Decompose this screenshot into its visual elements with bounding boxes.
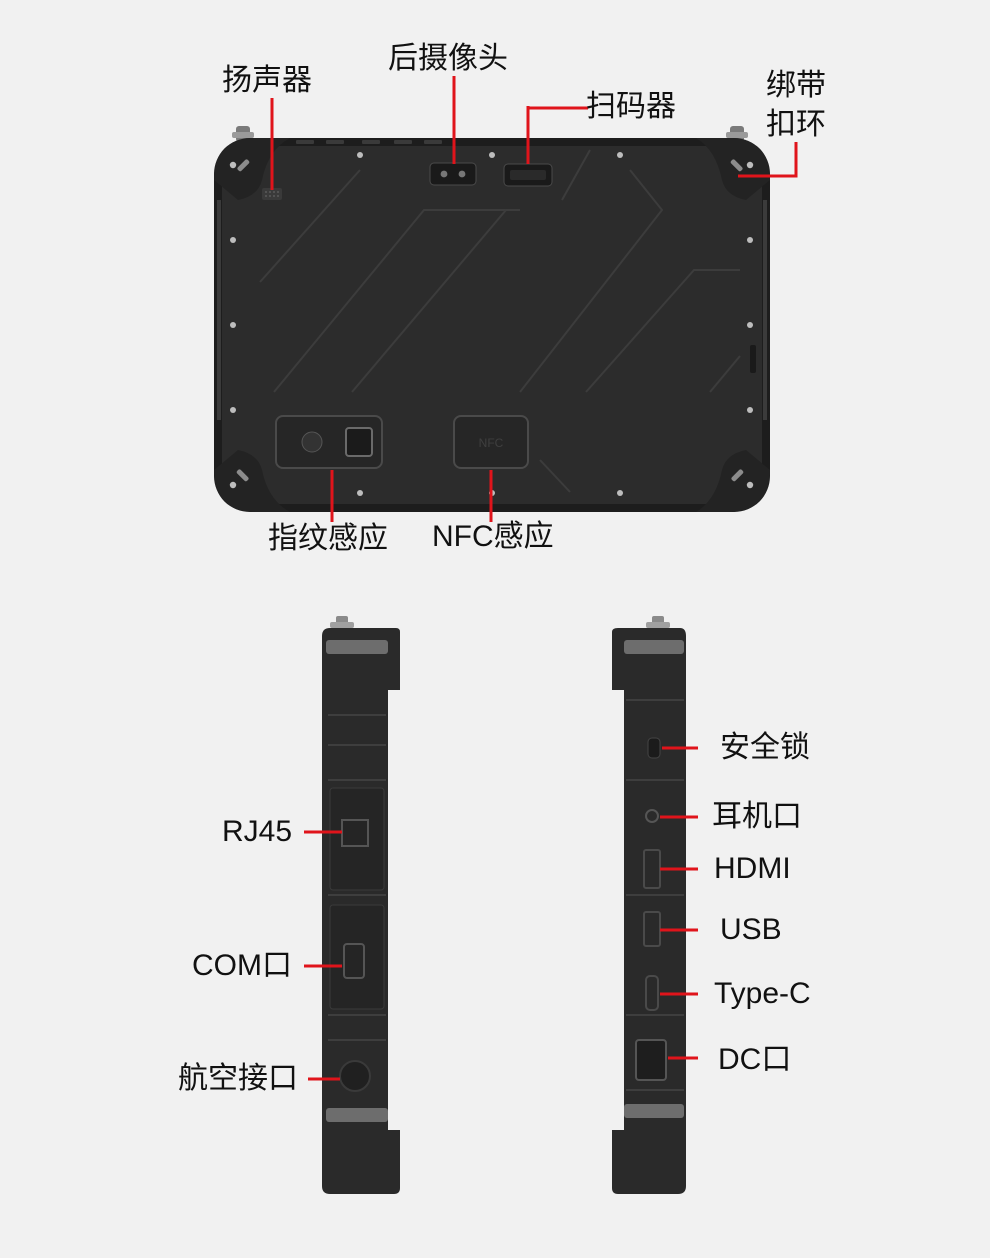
label-scanner: 扫码器	[586, 90, 676, 123]
headphone-jack-icon	[645, 809, 659, 823]
left-leader-lines	[304, 830, 342, 1081]
security-lock-slot-icon	[647, 737, 661, 759]
label-type-c: Type-C	[714, 977, 811, 1010]
nfc-area	[453, 415, 529, 469]
dc-port-icon	[635, 1039, 667, 1081]
label-rj45: RJ45	[222, 815, 293, 848]
label-security-lock: 安全锁	[720, 731, 810, 764]
label-speaker: 扬声器	[222, 64, 312, 97]
fingerprint-module	[275, 415, 383, 469]
label-rear-camera: 后摄像头	[388, 42, 508, 75]
nfc-mark: NFC	[479, 436, 504, 450]
label-strap-ring-line1: 绑带	[766, 69, 826, 102]
screws	[229, 152, 754, 496]
tablet-back-view	[214, 126, 770, 512]
corner-strap-slots	[236, 159, 744, 482]
rear-camera	[429, 162, 477, 186]
tablet-right-side-view	[612, 616, 686, 1194]
tablet-left-side-view	[322, 616, 400, 1194]
com-port-icon	[343, 943, 365, 979]
aviation-connector-icon	[339, 1060, 371, 1092]
side-ridges	[217, 200, 767, 420]
back-texture-lines	[259, 149, 741, 493]
label-nfc: NFC感应	[432, 520, 554, 553]
label-usb: USB	[720, 913, 782, 946]
leader-strap-ring	[738, 142, 798, 178]
label-aviation: 航空接口	[178, 1062, 298, 1095]
back-leader-lines	[270, 76, 798, 522]
label-headphone: 耳机口	[712, 800, 802, 833]
label-dc: DC口	[718, 1043, 792, 1076]
strap-ring-top-left	[232, 126, 254, 142]
label-strap-ring-line2: 扣环	[766, 108, 826, 141]
label-hdmi: HDMI	[714, 852, 791, 885]
label-fingerprint: 指纹感应	[268, 522, 388, 555]
leader-scanner	[526, 106, 588, 164]
top-buttons	[296, 140, 442, 144]
scanner-window	[503, 163, 553, 187]
right-leader-lines	[660, 746, 698, 1060]
back-panel	[222, 146, 762, 504]
speaker-grille	[262, 188, 282, 200]
type-c-port-icon	[645, 975, 659, 1011]
label-com: COM口	[192, 949, 292, 982]
